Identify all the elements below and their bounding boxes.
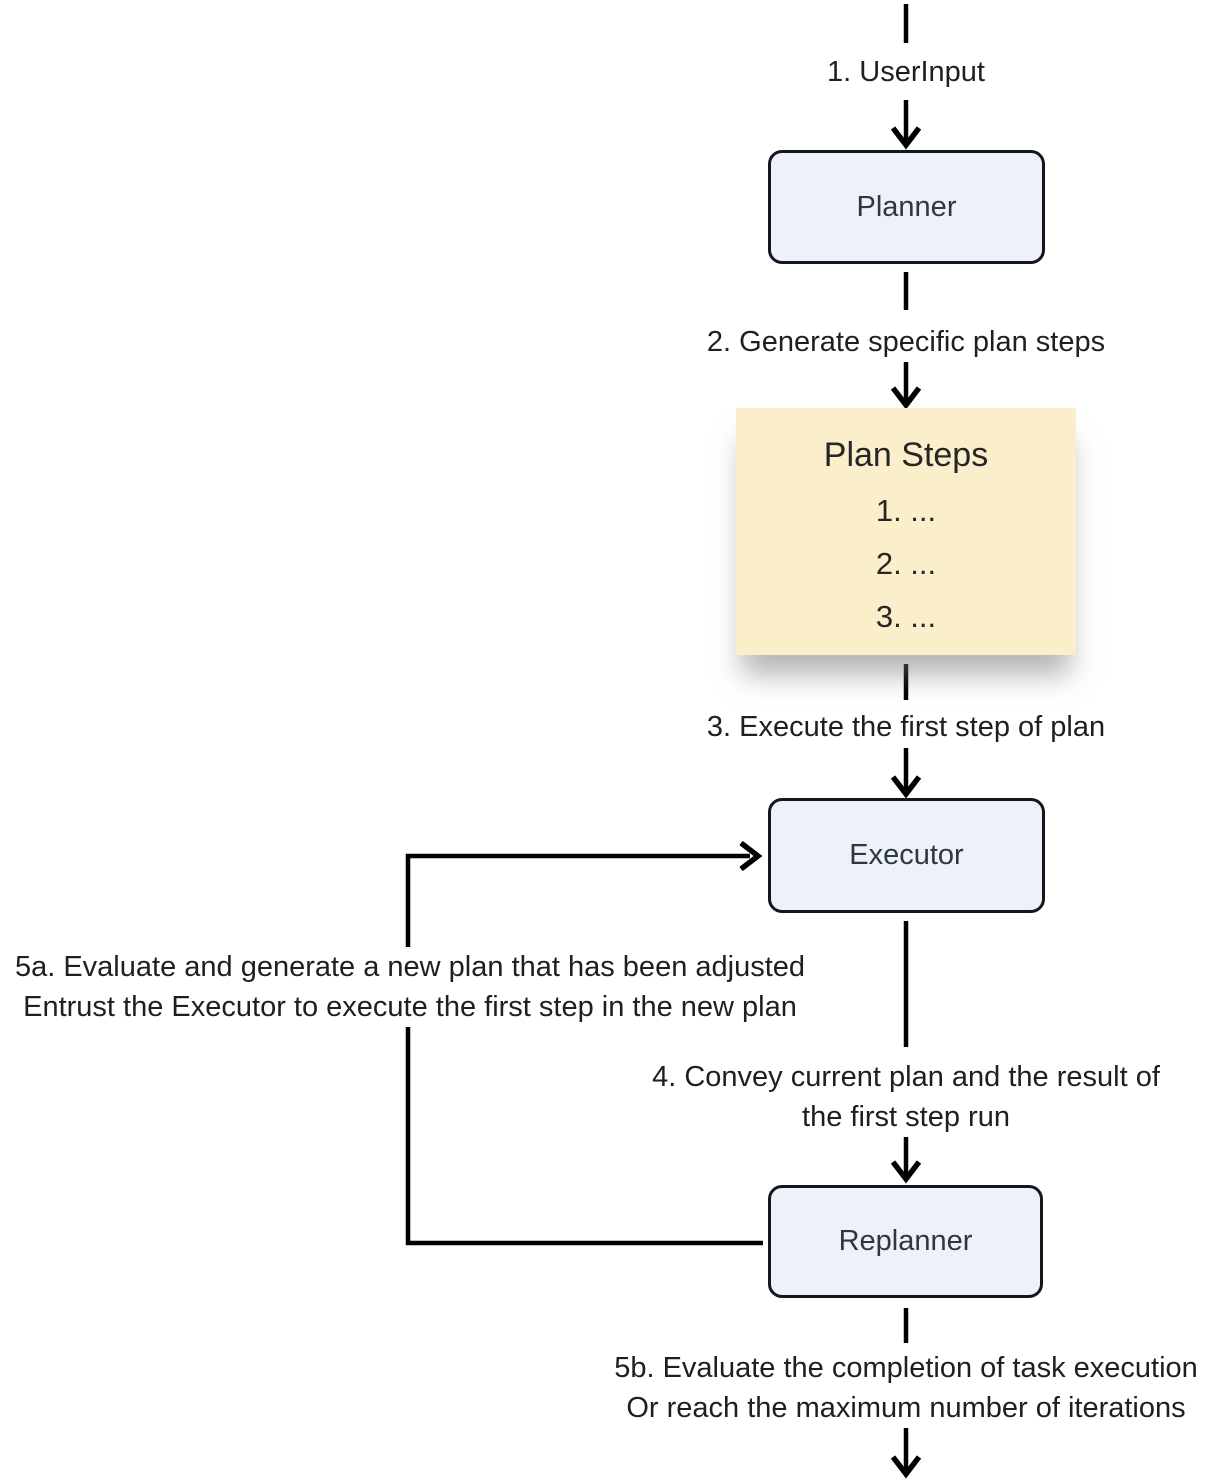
node-planner: Planner bbox=[768, 150, 1045, 264]
plan-steps-list: 1. ... 2. ... 3. ... bbox=[736, 484, 1076, 643]
node-planner-label: Planner bbox=[856, 190, 957, 223]
edge-label-convey-result: 4. Convey current plan and the result of… bbox=[646, 1057, 1166, 1137]
plan-steps-item: 1. ... bbox=[875, 493, 937, 528]
arrowhead-into-executor-icon bbox=[890, 775, 922, 799]
edge-label-finish: 5b. Evaluate the completion of task exec… bbox=[608, 1348, 1204, 1428]
node-replanner-label: Replanner bbox=[838, 1225, 973, 1257]
node-executor: Executor bbox=[768, 798, 1045, 913]
edge-label-generate-plan: 2. Generate specific plan steps bbox=[700, 322, 1112, 362]
plan-steps-title: Plan Steps bbox=[823, 436, 989, 474]
edge-label-finish-line2: Or reach the maximum number of iteration… bbox=[626, 1392, 1186, 1424]
edge-label-replan-loop-line1: 5a. Evaluate and generate a new plan tha… bbox=[14, 951, 806, 983]
edge-label-userinput: 1. UserInput bbox=[821, 52, 991, 92]
node-executor-label: Executor bbox=[849, 839, 964, 871]
edge-label-replan-loop-line2: Entrust the Executor to execute the firs… bbox=[23, 991, 797, 1023]
edge-replan-loop-line bbox=[405, 853, 763, 1246]
edge-label-convey-result-line1: 4. Convey current plan and the result of bbox=[652, 1061, 1160, 1093]
arrowhead-into-planner-icon bbox=[890, 126, 922, 150]
arrowhead-into-plansteps-icon bbox=[890, 386, 922, 410]
arrowhead-into-replanner-icon bbox=[890, 1160, 922, 1184]
arrowhead-exit-icon bbox=[890, 1455, 922, 1479]
edge-label-replan-loop: 5a. Evaluate and generate a new plan tha… bbox=[8, 947, 812, 1027]
edge-label-execute-first-step: 3. Execute the first step of plan bbox=[700, 707, 1112, 747]
node-replanner: Replanner bbox=[768, 1185, 1043, 1298]
plan-steps-item: 2. ... bbox=[875, 546, 937, 581]
arrowhead-loop-into-executor-icon bbox=[739, 840, 763, 872]
node-plan-steps: Plan Steps 1. ... 2. ... 3. ... bbox=[736, 408, 1076, 655]
edge-label-convey-result-line2: the first step run bbox=[802, 1101, 1010, 1133]
plan-steps-item: 3. ... bbox=[875, 599, 937, 634]
edge-label-finish-line1: 5b. Evaluate the completion of task exec… bbox=[614, 1352, 1198, 1384]
